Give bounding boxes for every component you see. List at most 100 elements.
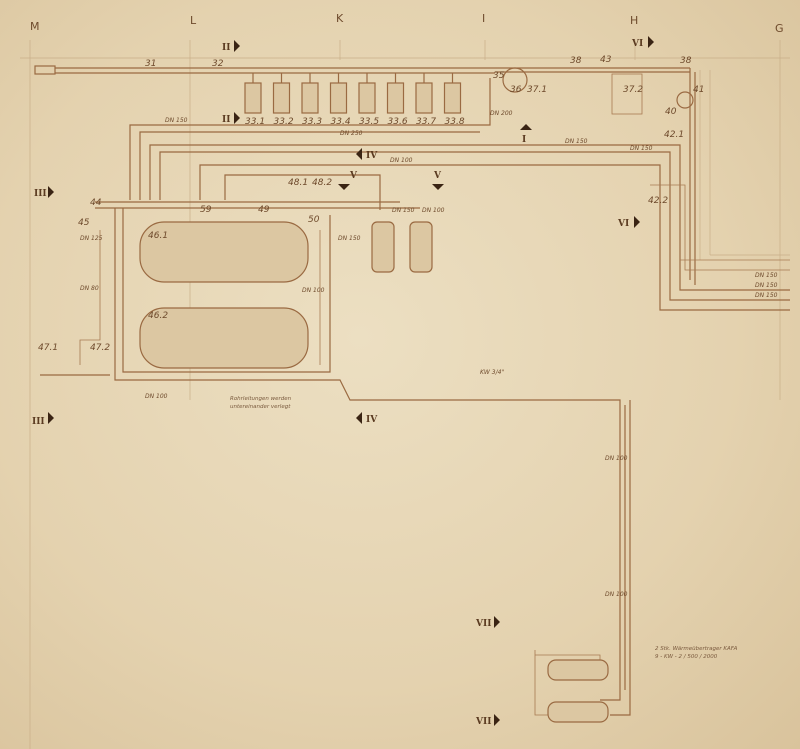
pipe-label: DN 150 [755,282,778,289]
column-label: G [775,22,784,35]
unit-label: 40 [665,107,677,117]
section-marker: VII [475,619,491,629]
section-marker: II [222,115,230,125]
boiler-body [358,82,376,114]
unit-label: 35 [493,71,505,81]
boiler-unit: 33.7 [415,73,436,127]
column-labels: M L K I H G [30,12,784,35]
unit-label: 37.1 [527,85,547,95]
filter-vessel [409,221,433,273]
section-markers: II VI II I IV V V III VI III IV VII VII [32,36,654,727]
unit-label: 37.2 [623,85,643,95]
pipe-label: DN 100 [390,157,413,164]
unit-label: 42.1 [664,130,684,140]
boiler-unit: 33.1 [244,73,265,127]
unit-label: 47.2 [90,343,110,353]
pipe-label: DN 150 [755,292,778,299]
section-marker: III [34,189,47,199]
main-header-pipe [34,65,696,285]
pipe-label: DN 150 [630,145,653,152]
pipe-label: DN 200 [490,110,513,117]
boiler-unit: 33.2 [272,73,294,127]
distribution-pipes [40,78,790,716]
boiler-unit: 33.4 [329,73,351,127]
pipe-label: DN 150 [338,235,361,242]
boiler-body [272,82,291,114]
boiler-body [386,82,405,114]
unit-label: 46.1 [148,231,168,241]
unit-label: 32 [212,59,224,69]
storage-tanks [139,221,609,723]
unit-label: 41 [693,85,704,95]
unit-label: 46.2 [148,311,168,321]
unit-label: 48.1 [288,178,308,188]
pipe-label: DN 150 [392,207,415,214]
section-marker: III [32,417,45,427]
note-text: untereinander verlegt [230,404,291,410]
boiler-label: 33.3 [302,117,322,127]
unit-label: 38 [570,56,582,66]
boiler-body [301,82,319,114]
section-marker: VII [475,717,491,727]
pipe-label: DN 125 [80,235,103,242]
boiler-body [329,82,348,114]
section-marker: V [349,171,358,181]
unit-label: 49 [258,205,270,215]
column-label: M [30,20,40,33]
pipe-label: DN 100 [145,393,168,400]
column-label: K [336,12,344,25]
boiler-unit: 33.5 [358,73,379,127]
boiler-label: 33.7 [416,117,436,127]
drawing-notes: Rohrleitungen werden untereinander verle… [230,396,738,660]
boiler-unit: 33.8 [443,73,465,127]
filter-vessel [371,221,395,273]
note-text: 9 - KW - 2 / 500 / 2000 [655,654,718,660]
section-marker: IV [366,151,378,161]
boiler-label: 33.5 [359,117,379,127]
pipe-label: DN 150 [565,138,588,145]
unit-label: 36 [510,85,522,95]
pipe-label: DN 100 [302,287,325,294]
tank-46-1 [139,221,309,283]
pipe-label: DN 100 [422,207,445,214]
boiler-label: 33.4 [331,117,351,127]
pipe-label: DN 150 [165,117,188,124]
section-marker: V [433,171,442,181]
unit-labels: 31 32 35 36 37.1 37.2 38 38 40 41 42.1 4… [38,55,704,353]
note-text: 2 Stk. Wärmeübertrager KAFA [655,646,738,652]
pipe-label: DN 250 [340,130,363,137]
boiler-label: 33.6 [388,117,408,127]
pipe-label: DN 100 [605,455,628,462]
unit-label: 47.1 [38,343,58,353]
heat-exchanger [547,701,609,723]
boiler-unit: 33.6 [386,73,408,127]
pipe-size-labels: DN 150 DN 250 DN 200 DN 150 DN 150 DN 10… [80,110,778,598]
unit-label: 48.2 [312,178,332,188]
section-marker: II [222,43,230,53]
pipe-label: KW 3/4" [480,369,504,376]
unit-label: 45 [78,218,90,228]
column-label: H [630,14,638,27]
unit-label: 50 [308,215,320,225]
pipe-label: DN 100 [605,591,628,598]
unit-label: 42.2 [648,196,668,206]
boiler-unit: 33.3 [301,73,322,127]
boiler-label: 33.2 [274,117,294,127]
tank-46-2 [139,307,309,369]
unit-label: 38 [680,56,692,66]
boiler-body [244,82,262,114]
boiler-row: 33.1 33.2 33.3 33.4 33.5 33.6 33.7 33.8 [244,73,465,127]
boiler-label: 33.8 [445,117,465,127]
boiler-body [415,82,433,114]
unit-label: 59 [200,205,212,215]
column-label: L [190,14,197,27]
column-label: I [482,12,485,25]
section-marker: I [522,135,526,145]
unit-label: 44 [90,198,102,208]
unit-label: 43 [600,55,612,65]
pipe-label: DN 80 [80,285,99,292]
heat-exchanger [547,659,609,681]
grid-lines [20,40,790,749]
